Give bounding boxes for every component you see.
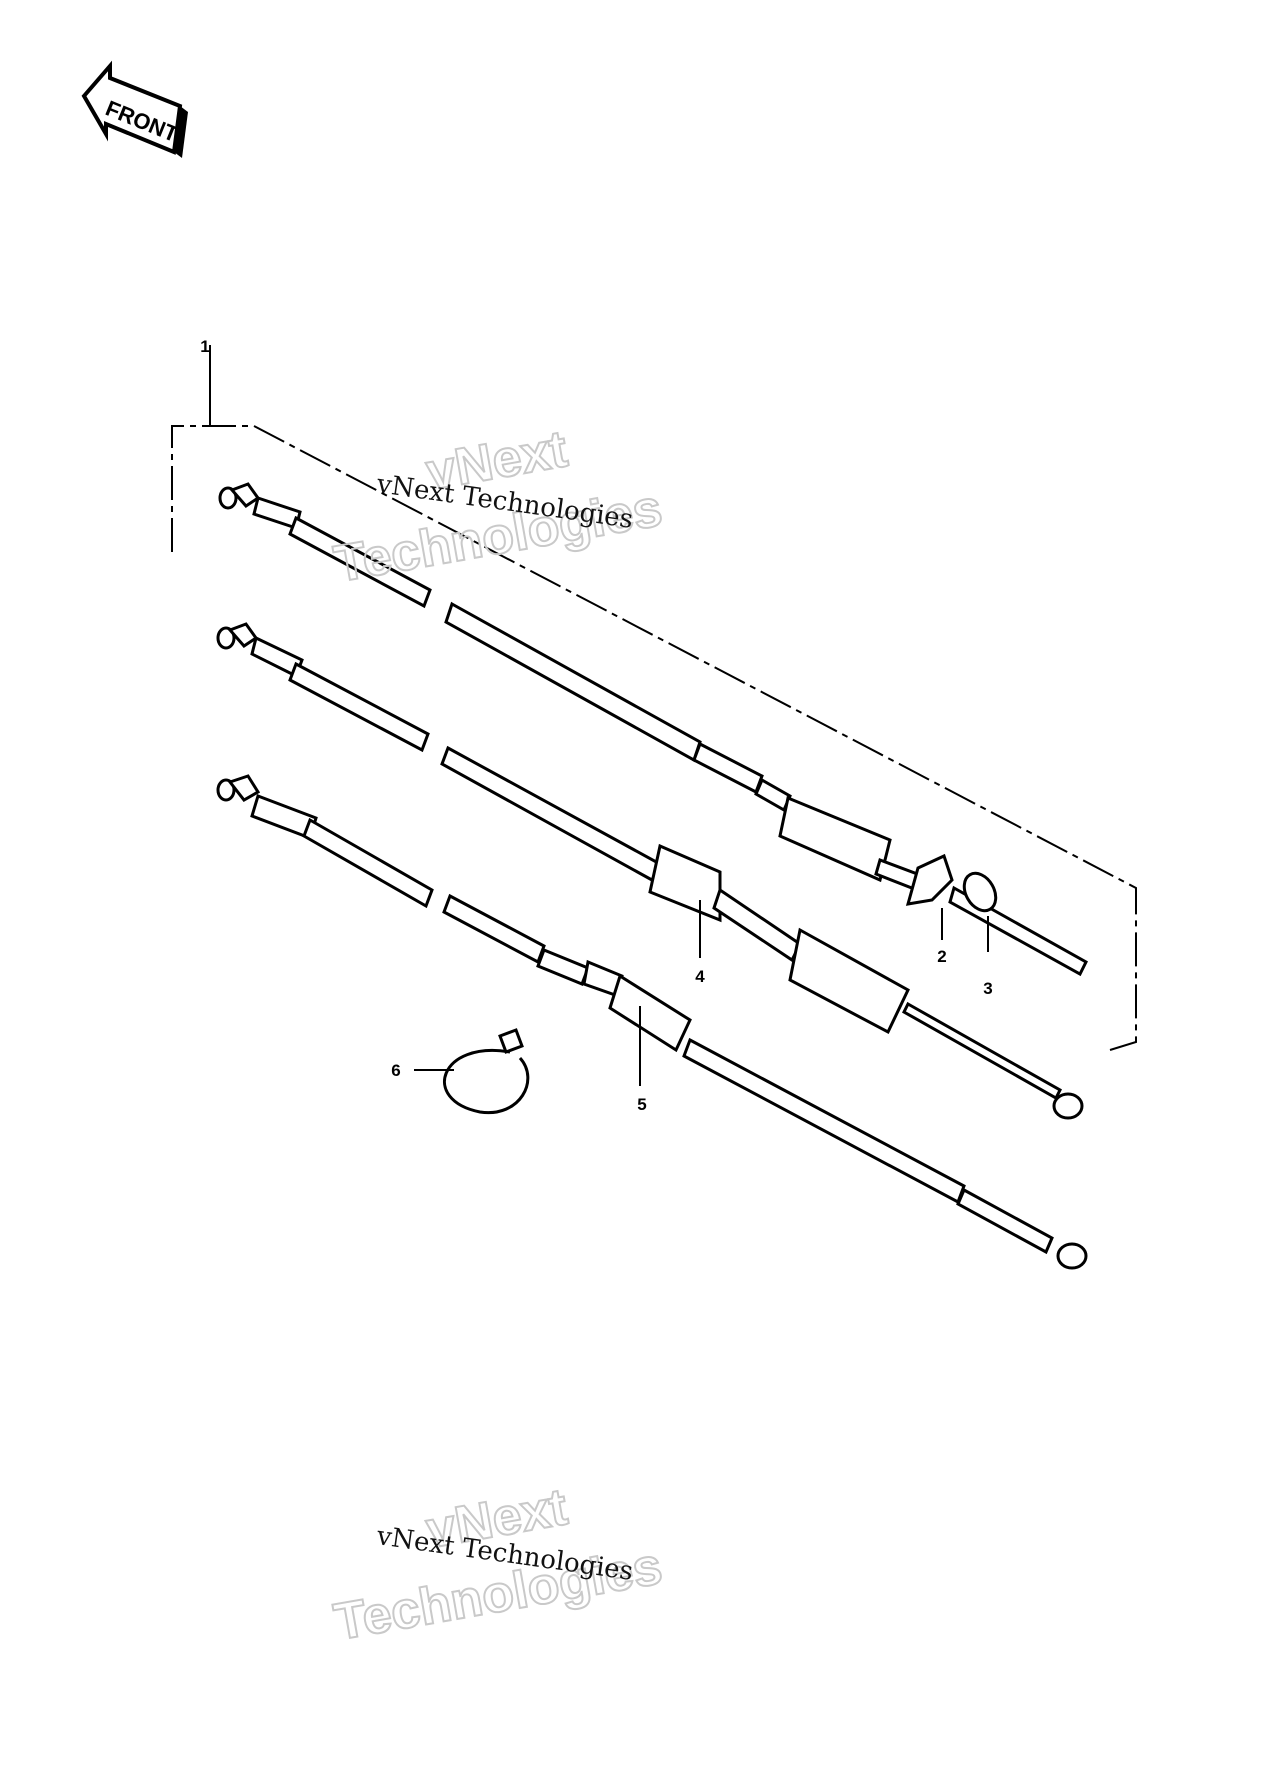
band-clamp — [443, 1028, 530, 1115]
watermark-top: vNext Technologies vNext Technologies — [329, 419, 667, 595]
assembly-bracket — [171, 345, 1137, 1051]
callout-6: 6 — [391, 1061, 400, 1080]
watermark-bottom: vNext Technologies vNext Technologies — [329, 1477, 667, 1653]
callout-3: 3 — [983, 979, 992, 998]
clutch-cable-bottom — [216, 774, 1088, 1270]
callout-5: 5 — [637, 1095, 646, 1114]
callout-2: 2 — [937, 947, 946, 966]
callout-1: 1 — [200, 337, 209, 356]
front-arrow-icon: FRONT — [81, 60, 188, 158]
clutch-cable-top — [218, 482, 1088, 977]
leader-lines — [414, 900, 989, 1086]
callout-4: 4 — [695, 967, 705, 986]
throttle-cable-middle — [216, 622, 1084, 1120]
